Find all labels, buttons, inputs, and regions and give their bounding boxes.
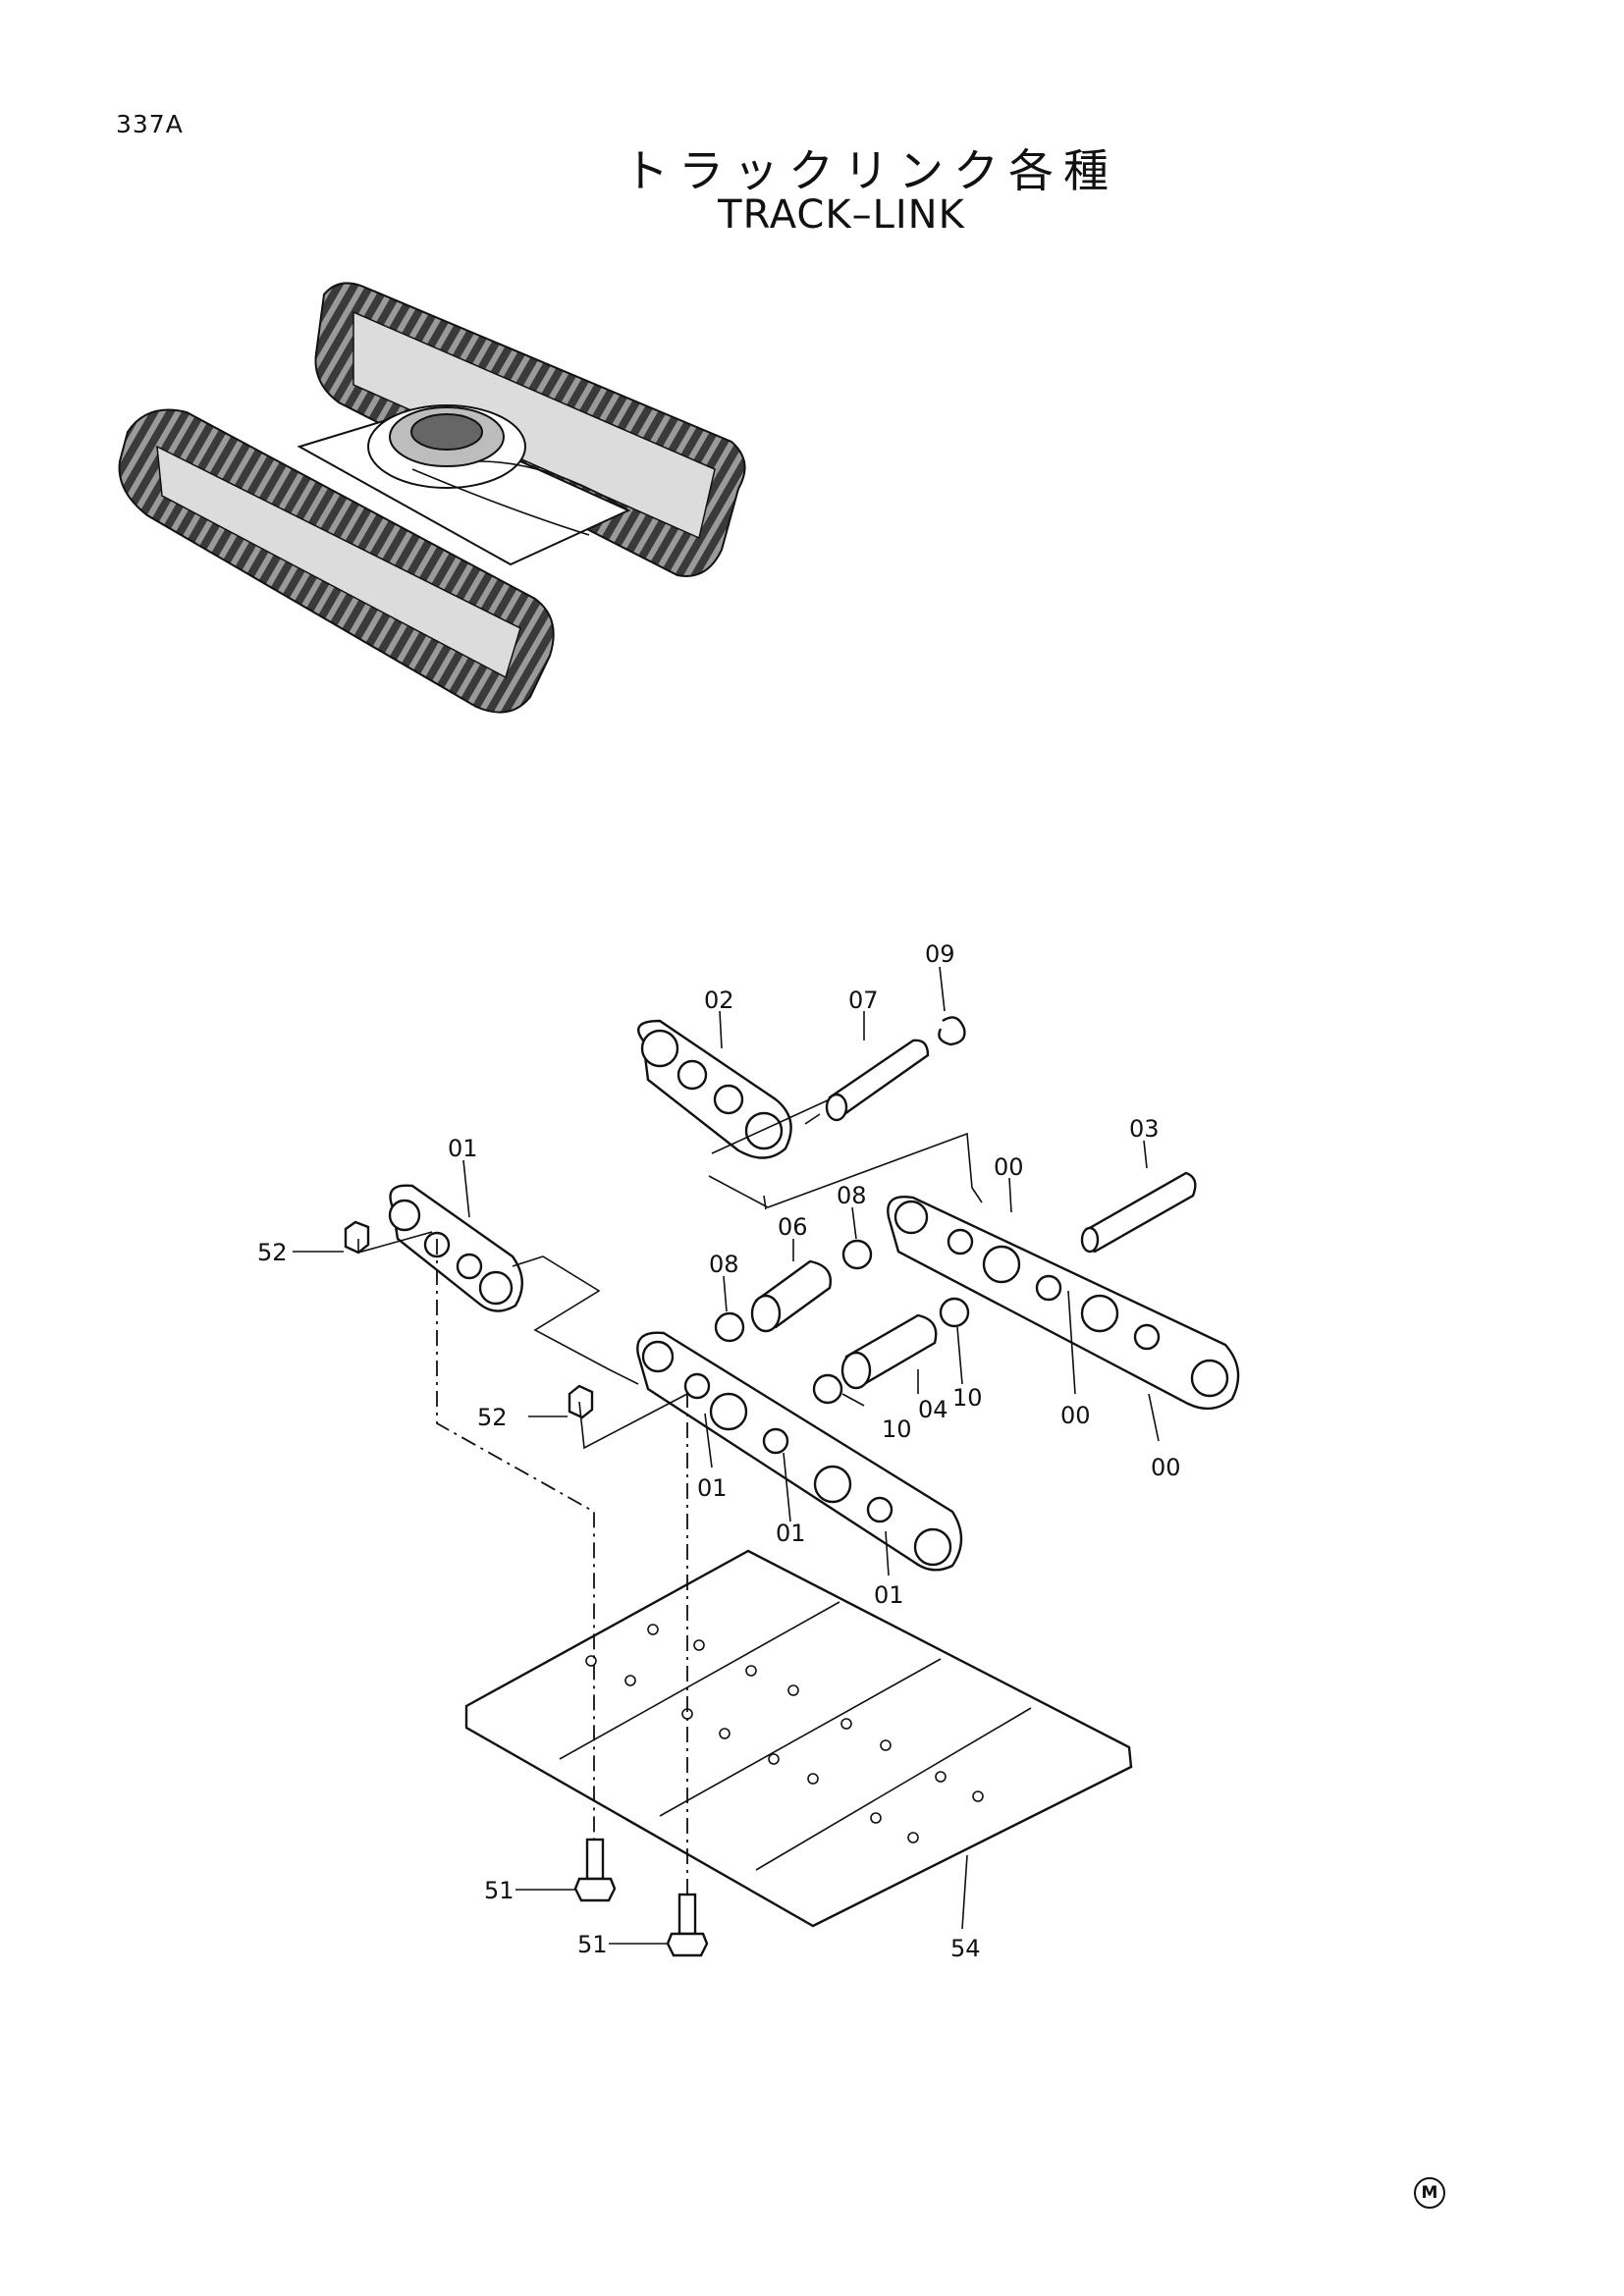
callout-09: 09 (925, 940, 955, 968)
callout-00-top: 00 (994, 1153, 1024, 1181)
callout-01-a: 01 (697, 1474, 728, 1502)
callout-01-top: 01 (448, 1135, 478, 1162)
bolt-51-left (573, 1838, 617, 1902)
page-code: 337A (116, 110, 184, 138)
callout-04: 04 (918, 1396, 948, 1423)
callout-00-mid: 00 (1060, 1402, 1091, 1429)
callout-00-bottom: 00 (1151, 1454, 1181, 1481)
footer-mark: M (1414, 2177, 1445, 2209)
undercarriage-illustration (118, 282, 746, 714)
callout-54: 54 (950, 1935, 981, 1962)
callout-10-right: 10 (952, 1384, 983, 1412)
bushing-04 (840, 1313, 938, 1390)
seal-08-lower (714, 1311, 745, 1343)
callout-02: 02 (704, 987, 734, 1014)
assembly-guide-lines (357, 1098, 983, 1899)
pin-07 (804, 1039, 930, 1125)
pin-03 (1080, 1171, 1197, 1254)
callout-08-top: 08 (837, 1182, 867, 1209)
bushing-06 (750, 1259, 832, 1333)
callout-07: 07 (848, 987, 879, 1014)
track-link-01-left (388, 1184, 523, 1312)
leader-lines (293, 966, 1160, 1945)
track-link-assembly-01 (636, 1331, 963, 1572)
callout-52-top: 52 (257, 1239, 288, 1266)
callout-labels: 02 07 09 03 01 00 08 06 52 08 52 10 04 1… (257, 940, 1181, 1962)
callout-08-mid: 08 (709, 1251, 739, 1278)
callout-01-b: 01 (776, 1520, 806, 1547)
callout-03: 03 (1129, 1115, 1160, 1143)
nut-52-lower (568, 1384, 594, 1419)
callout-10-left: 10 (882, 1415, 912, 1443)
circlip-09 (938, 1016, 966, 1046)
nut-52-upper (344, 1220, 370, 1255)
seal-10-left (812, 1373, 843, 1405)
track-shoe-54 (464, 1549, 1133, 1928)
callout-01-c: 01 (874, 1581, 904, 1609)
callout-51-right: 51 (577, 1931, 608, 1958)
seal-08-upper (841, 1239, 873, 1270)
callout-06: 06 (778, 1213, 808, 1241)
title-english: TRACK–LINK (718, 192, 965, 238)
title-japanese: トラックリンク各種 (623, 144, 1118, 197)
bolt-51-right (666, 1893, 709, 1957)
track-link-assembly-00 (887, 1196, 1240, 1411)
callout-51-left: 51 (484, 1877, 514, 1904)
track-link-02 (637, 1019, 792, 1159)
seal-10-right (939, 1297, 970, 1328)
callout-52-lower: 52 (477, 1404, 508, 1431)
